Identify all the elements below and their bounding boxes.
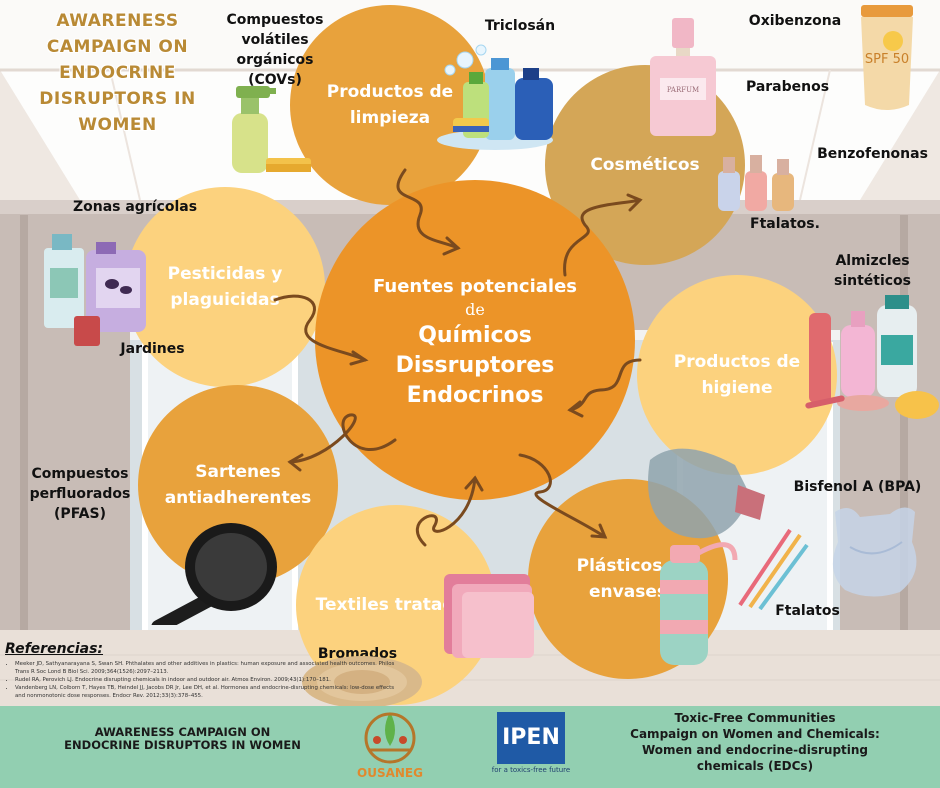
hygiene-products-icon xyxy=(805,295,939,419)
drinking-straws-icon xyxy=(738,528,809,610)
footer-right-line-1: Toxic-Free Communities xyxy=(674,711,836,725)
references-list: Meeker JD, Sathyanarayana S, Swan SH. Ph… xyxy=(5,660,405,700)
label-ftalatos-plasticos: Ftalatos xyxy=(775,603,840,619)
bubble-higiene-label: Productos de higiene xyxy=(673,352,801,398)
references-title: Referencias: xyxy=(5,641,104,657)
perfume-bottle-icon: PARFUM xyxy=(650,18,716,136)
center-line-1: Fuentes potenciales xyxy=(373,276,577,297)
perfume-text: PARFUM xyxy=(667,86,699,94)
ousaneg-label: OUSANEG xyxy=(357,766,423,780)
ipen-logo: IPEN xyxy=(497,712,565,764)
label-covs: Compuestos volátiles orgánicos (COVs) xyxy=(226,12,324,88)
bubble-limpieza: Productos de limpieza xyxy=(290,5,490,205)
sunscreen-icon: SPF 50 xyxy=(861,5,913,110)
label-bpa: Bisfenol A (BPA) xyxy=(793,479,922,495)
label-oxibenzona: Oxibenzona xyxy=(748,13,842,29)
bubble-sartenes-label: Sartenes antiadherentes xyxy=(164,462,312,508)
center-line-3: Químicos xyxy=(418,323,532,348)
arrow-from-textiles xyxy=(416,476,477,547)
arrow-to-cosmeticos xyxy=(563,198,642,277)
plastic-bag-icon xyxy=(832,507,917,597)
plastic-bottles-icon xyxy=(648,448,765,665)
bubble-pesticidas: Pesticidas y plaguicidas xyxy=(125,187,325,387)
bubble-textiles-label: Textiles tratados xyxy=(315,595,477,615)
nail-polish-icon xyxy=(718,155,794,211)
bubble-cosmeticos-label: Cosméticos xyxy=(590,155,700,175)
woven-basket-icon xyxy=(302,656,422,708)
label-almizcles: Almizcles sintéticos xyxy=(833,253,912,289)
footer-right-text: Toxic-Free Communities Campaign on Women… xyxy=(615,710,895,774)
center-text: Fuentes potenciales de Químicos Dissrupt… xyxy=(330,275,620,411)
arrow-from-higiene xyxy=(568,358,642,412)
label-parabenos: Parabenos xyxy=(745,79,830,95)
bubble-pesticidas-label: Pesticidas y plaguicidas xyxy=(167,264,283,310)
center-line-4: Dissruptores xyxy=(395,353,555,378)
label-zonas-agricolas: Zonas agrícolas xyxy=(72,199,198,215)
label-benzofenonas: Benzofenonas xyxy=(817,146,928,162)
label-ftalatos-cosmeticos: Ftalatos. xyxy=(750,216,820,232)
arrow-from-limpieza xyxy=(396,168,460,250)
footer-right-line-3: Women and endocrine-disrupting xyxy=(641,743,869,757)
arrow-to-sartenes xyxy=(288,413,397,464)
pesticide-containers-icon xyxy=(44,234,146,346)
label-pfas: Compuestos perfluorados (PFAS) xyxy=(29,466,131,522)
footer-right-line-4: chemicals (EDCs) xyxy=(696,759,814,773)
center-line-5: Endocrinos xyxy=(406,383,544,408)
bubble-higiene: Productos de higiene xyxy=(637,275,837,475)
reference-item: Rudel RA, Perovich LJ. Endocrine disrupt… xyxy=(15,676,405,684)
footer-right-line-2: Campaign on Women and Chemicals: xyxy=(630,727,880,741)
reference-item: Meeker JD, Sathyanarayana S, Swan SH. Ph… xyxy=(15,660,405,676)
arrow-to-plasticos xyxy=(518,453,607,539)
campaign-title: AWARENESS CAMPAIGN ON ENDOCRINE DISRUPTO… xyxy=(39,11,196,135)
bubble-plasticos-label: Plásticos y envases xyxy=(576,556,680,602)
label-triclosan: Triclosán xyxy=(484,18,556,34)
reference-item: Vandenberg LN, Colborn T, Hayes TB, Hein… xyxy=(15,684,405,700)
spray-bottle-icon xyxy=(232,86,311,173)
ousaneg-logo-icon xyxy=(364,712,416,764)
footer-bar: AWARENESS CAMPAIGN ON ENDOCRINE DISRUPTO… xyxy=(0,706,940,788)
arrow-from-pesticidas xyxy=(273,294,367,362)
center-circle xyxy=(315,180,635,500)
sunscreen-text: SPF 50 xyxy=(865,52,909,67)
bubble-limpieza-label: Productos de limpieza xyxy=(326,82,454,128)
center-line-2: de xyxy=(465,300,485,319)
cleaning-bottles-icon xyxy=(437,44,553,150)
frying-pan-icon xyxy=(151,523,277,625)
textile-towels-icon xyxy=(444,574,534,658)
footer-campaign-text: AWARENESS CAMPAIGN ON ENDOCRINE DISRUPTO… xyxy=(64,725,301,752)
ipen-tagline: for a toxics-free future xyxy=(491,766,571,774)
label-jardines: Jardines xyxy=(120,341,185,357)
